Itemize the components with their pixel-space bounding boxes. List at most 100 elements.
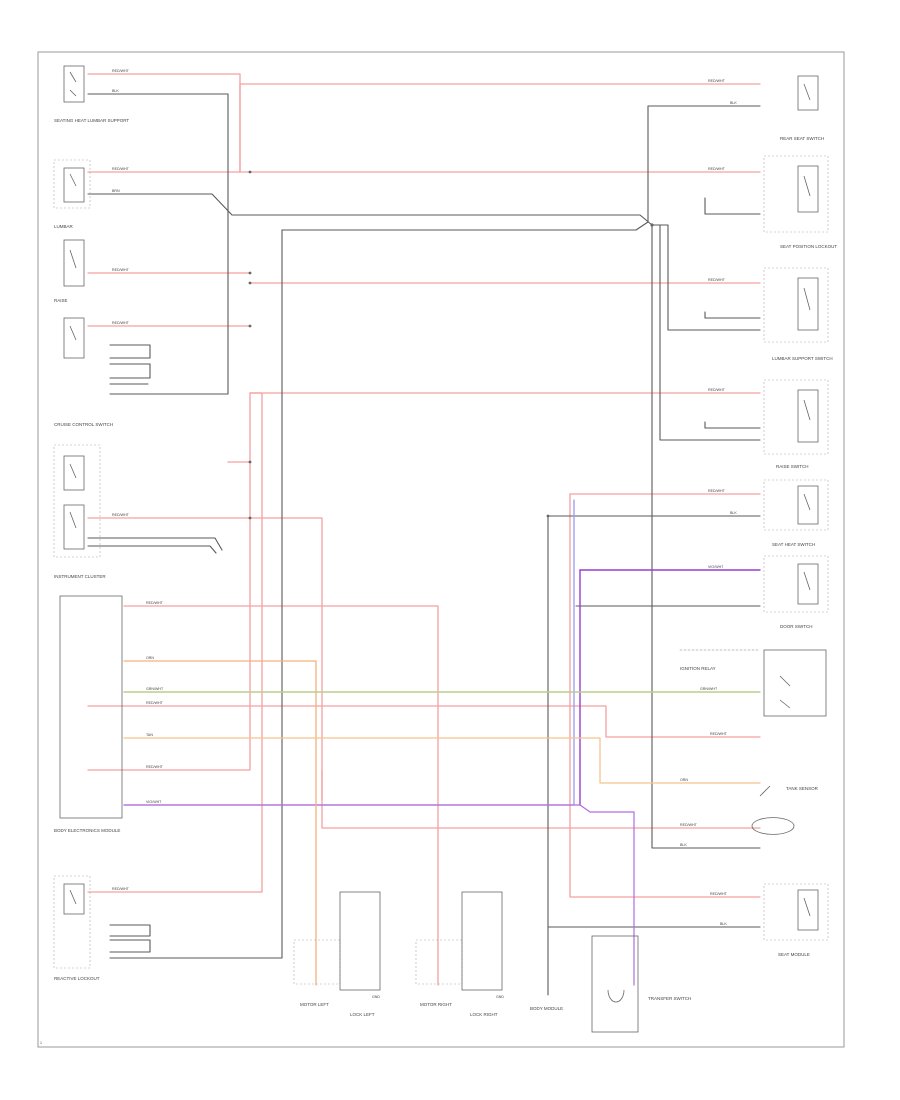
wire-label: RED/WHT xyxy=(146,601,164,605)
lumbar-switch-left: LUMBAR xyxy=(54,167,85,229)
seat-heat-switch-left: SEATING HEAT LUMBAR SUPPORT xyxy=(54,65,129,123)
dashed-box xyxy=(763,479,829,531)
wire-label: RED/WHT xyxy=(680,823,698,827)
wire-red xyxy=(87,392,263,893)
page-number: 1 xyxy=(40,1041,42,1045)
wire-label: RED/WHT xyxy=(112,513,130,517)
label-reactive-left: REACTIVE LOCKOUT xyxy=(54,976,100,981)
wire-label: RED/WHT xyxy=(112,69,130,73)
label-raise-right: RAISE SWITCH xyxy=(776,464,809,469)
wire-label: TAN xyxy=(146,733,153,737)
dashed-box xyxy=(53,159,91,209)
label-lumbar-support: LUMBAR SUPPORT SWITCH xyxy=(772,356,833,361)
seat-position-switch: SEAT POSITION LOCKOUT xyxy=(780,165,837,249)
ignition-relay: IGNITION RELAY xyxy=(680,649,827,717)
wire-red xyxy=(321,769,761,829)
wire-black xyxy=(87,545,217,554)
lumbar-support-switch: LUMBAR SUPPORT SWITCH xyxy=(772,277,833,361)
label-instrument-cluster: INSTRUMENT CLUSTER xyxy=(54,574,106,579)
label-tank-sensor: TANK SENSOR xyxy=(786,786,819,791)
wire-label: GND xyxy=(372,995,380,999)
label-lock-right: LOCK RIGHT xyxy=(470,1012,498,1017)
label-lock-left: LOCK LEFT xyxy=(350,1012,375,1017)
label-heat-right: SEAT HEAT SWITCH xyxy=(772,542,815,547)
wire-label: RED/WHT xyxy=(708,278,726,282)
label-seat-position: SEAT POSITION LOCKOUT xyxy=(780,244,837,249)
label-ignition-relay: IGNITION RELAY xyxy=(680,666,716,671)
wire-label: GRN/WHT xyxy=(700,687,718,691)
wire-label: RED/WHT xyxy=(112,887,130,891)
wire-black xyxy=(659,224,761,441)
wire-label: RED/WHT xyxy=(708,388,726,392)
wire-black xyxy=(651,224,761,849)
wire-label: GND xyxy=(496,995,504,999)
wire-red xyxy=(87,392,251,519)
door-switch: DOOR SWITCH xyxy=(780,563,819,629)
tank-sensor: TANK SENSOR xyxy=(751,785,819,835)
wire-red xyxy=(87,705,761,738)
wire-label: ORN xyxy=(146,656,154,660)
dashed-box xyxy=(763,379,829,455)
wire-black xyxy=(123,229,283,959)
wire-black xyxy=(281,105,761,231)
label-transfer: TRANSFER SWITCH xyxy=(648,996,691,1001)
label-motor-right: MOTOR RIGHT xyxy=(420,1002,452,1007)
seat-module: SEAT MODULE xyxy=(778,889,819,957)
label-body-control: BODY ELECTRONICS MODULE xyxy=(54,828,120,833)
dashed-box xyxy=(763,555,829,613)
wire-label: ORN xyxy=(680,778,688,782)
label-seat-heat-left: SEATING HEAT LUMBAR SUPPORT xyxy=(54,118,129,123)
wire-red xyxy=(569,493,761,898)
seat-heat-switch-right: SEAT HEAT SWITCH xyxy=(772,485,819,547)
wire-black xyxy=(704,197,761,215)
motor-right: MOTOR RIGHT LOCK RIGHT xyxy=(415,891,503,1017)
cruise-control-switch: CRUISE CONTROL SWITCH xyxy=(54,422,113,550)
dashed-box xyxy=(763,155,829,233)
label-rear-seat: REAR SEAT SWITCH xyxy=(780,136,824,141)
wire-label: VIO/WHT xyxy=(146,800,162,804)
wire-label: RED/WHT xyxy=(112,167,130,171)
wire-label: BLK xyxy=(680,843,687,847)
label-door-switch: DOOR SWITCH xyxy=(780,624,813,629)
wire-label: RED/WHT xyxy=(708,489,726,493)
diagram-frame xyxy=(37,51,845,1048)
wire-label: RED/WHT xyxy=(708,167,726,171)
wire-black xyxy=(87,93,229,395)
wire-label: GRN/WHT xyxy=(146,687,164,691)
motor-left: MOTOR LEFT LOCK LEFT xyxy=(293,891,381,1017)
splice-points xyxy=(248,170,654,520)
wire-red xyxy=(87,517,251,771)
wire-label: RED/WHT xyxy=(146,701,164,705)
label-raise-left: RAISE xyxy=(54,298,68,303)
wire-label: BLK xyxy=(730,101,737,105)
label-cruise-control: CRUISE CONTROL SWITCH xyxy=(54,422,113,427)
label-seat-module: SEAT MODULE xyxy=(778,952,810,957)
right-components: REAR SEAT SWITCH SEAT POSITION LOCKOUT L… xyxy=(680,75,837,957)
wire-black xyxy=(87,193,653,226)
wire-label: VIO/WHT xyxy=(708,565,724,569)
label-motor-left: MOTOR LEFT xyxy=(300,1002,329,1007)
wire-red xyxy=(249,517,323,801)
wire-label: BLK xyxy=(720,922,727,926)
body-module: BODY MODULE xyxy=(530,1006,563,1011)
wire-red xyxy=(239,83,761,173)
wire-labels: RED/WHT BLK RED/WHT BRN RED/WHT RED/WHT … xyxy=(112,69,737,999)
wire-black xyxy=(109,924,151,959)
body-electronics-box xyxy=(59,595,123,819)
switch-left-4 xyxy=(63,317,85,359)
wire-label: RED/WHT xyxy=(708,79,726,83)
wire-label: RED/WHT xyxy=(112,321,130,325)
wire-orange xyxy=(123,660,317,986)
dashed-box xyxy=(53,444,101,558)
left-components: SEATING HEAT LUMBAR SUPPORT LUMBAR RAISE… xyxy=(53,65,129,981)
bottom-components: MOTOR LEFT LOCK LEFT MOTOR RIGHT LOCK RI… xyxy=(293,891,691,1033)
wire-label: RED/WHT xyxy=(710,732,728,736)
wire-violet xyxy=(123,804,635,986)
wire-label: BLK xyxy=(112,89,119,93)
reactive-lockout-left: REACTIVE LOCKOUT xyxy=(54,883,100,981)
wire-black xyxy=(651,224,761,331)
wire-black xyxy=(704,421,761,429)
wire-black xyxy=(704,311,761,319)
raise-switch-left: RAISE xyxy=(54,239,85,303)
